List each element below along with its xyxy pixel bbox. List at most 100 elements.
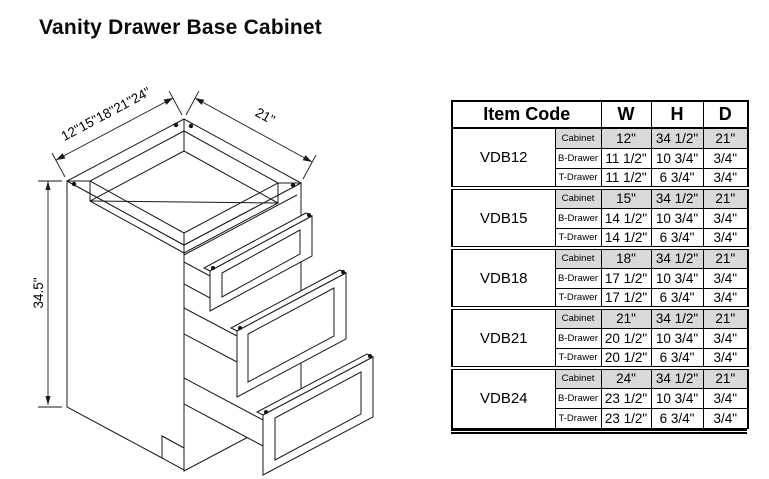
d-cell: 3/4" — [702, 167, 749, 189]
w-cell: 23 1/2" — [600, 407, 652, 429]
h-cell: 34 1/2" — [650, 127, 704, 149]
w-cell: 14 1/2" — [600, 227, 652, 249]
d-cell: 3/4" — [702, 227, 749, 249]
w-cell: 21" — [600, 306, 652, 329]
header-item-code: Item Code — [451, 100, 602, 129]
header-h: H — [650, 100, 704, 129]
d-cell: 3/4" — [702, 407, 749, 429]
part-cell: B-Drawer — [554, 387, 602, 409]
h-cell: 34 1/2" — [650, 186, 704, 209]
table-row: VDB18 Cabinet 18" 34 1/2" 21" — [451, 246, 749, 309]
h-cell: 10 3/4" — [650, 327, 704, 349]
h-cell: 6 3/4" — [650, 287, 704, 309]
d-cell: 3/4" — [702, 287, 749, 309]
h-cell: 6 3/4" — [650, 227, 704, 249]
cabinet-drawing-svg: 12"15"18"21"24" 21" 34.5" — [31, 84, 375, 476]
corner-bracket-icon — [188, 123, 194, 129]
w-cell: 17 1/2" — [600, 267, 652, 289]
part-cell: T-Drawer — [554, 167, 602, 189]
w-cell: 20 1/2" — [600, 347, 652, 369]
h-cell: 6 3/4" — [650, 167, 704, 189]
table-row: T-Drawer 23 1/2" 6 3/4" 3/4" — [452, 407, 749, 429]
w-cell: 18" — [600, 246, 652, 269]
part-cell: Cabinet — [554, 246, 602, 269]
header-w: W — [600, 100, 652, 129]
h-cell: 34 1/2" — [650, 246, 704, 269]
d-cell: 3/4" — [702, 207, 749, 229]
drawer-bottom — [183, 353, 375, 476]
part-cell: T-Drawer — [554, 227, 602, 249]
d-cell: 21" — [702, 306, 749, 329]
part-cell: Cabinet — [554, 306, 602, 329]
corner-bracket-icon — [71, 181, 77, 187]
h-cell: 10 3/4" — [650, 147, 704, 169]
fastener-dot-icon — [368, 354, 372, 358]
header-row: Item Code W H D — [451, 100, 749, 129]
part-cell: T-Drawer — [554, 407, 602, 429]
width-dimension-label: 12"15"18"21"24" — [59, 84, 154, 144]
h-cell: 6 3/4" — [650, 347, 704, 369]
w-cell: 17 1/2" — [600, 287, 652, 309]
corner-bracket-icon — [173, 122, 179, 128]
drawer-middle — [183, 269, 348, 398]
cabinet-interior — [88, 131, 280, 254]
d-cell: 21" — [702, 366, 749, 389]
w-cell: 15" — [600, 186, 652, 209]
cabinet-isometric-drawing: 12"15"18"21"24" 21" 34.5" — [26, 74, 426, 479]
spec-table: Item Code W H D VDB12 Cabinet 12" 34 1/2… — [451, 100, 750, 429]
part-cell: Cabinet — [554, 127, 602, 149]
d-cell: 21" — [702, 127, 749, 149]
h-cell: 6 3/4" — [650, 407, 704, 429]
d-cell: 3/4" — [702, 267, 749, 289]
h-cell: 10 3/4" — [650, 387, 704, 409]
h-cell: 10 3/4" — [650, 267, 704, 289]
fastener-dot-icon — [264, 410, 268, 414]
d-cell: 3/4" — [702, 147, 749, 169]
height-dimension-label: 34.5" — [31, 277, 46, 308]
part-cell: Cabinet — [554, 186, 602, 209]
h-cell: 10 3/4" — [650, 207, 704, 229]
spec-table-wrap: Item Code W H D VDB12 Cabinet 12" 34 1/2… — [451, 100, 750, 434]
header-d: D — [702, 100, 749, 129]
part-cell: B-Drawer — [554, 147, 602, 169]
table-row: T-Drawer 11 1/2" 6 3/4" 3/4" — [452, 167, 749, 189]
drawer-top-panel — [221, 229, 301, 298]
drawer-middle-panel — [247, 287, 335, 383]
w-cell: 23 1/2" — [600, 387, 652, 409]
drawer-top — [183, 212, 314, 312]
depth-dimension-label: 21" — [253, 105, 278, 128]
h-cell: 34 1/2" — [650, 366, 704, 389]
page-title: Vanity Drawer Base Cabinet — [39, 16, 322, 39]
w-cell: 20 1/2" — [600, 327, 652, 349]
item-code-cell: VDB24 — [451, 366, 556, 429]
w-cell: 12" — [600, 127, 652, 149]
part-cell: B-Drawer — [554, 267, 602, 289]
fastener-dot-icon — [307, 213, 311, 217]
item-code-cell: VDB18 — [451, 246, 556, 309]
part-cell: B-Drawer — [554, 327, 602, 349]
table-row: B-Drawer 17 1/2" 10 3/4" 3/4" — [452, 267, 749, 289]
item-code-cell: VDB21 — [451, 306, 556, 369]
h-cell: 34 1/2" — [650, 306, 704, 329]
table-row: VDB21 Cabinet 21" 34 1/2" 21" — [451, 306, 749, 369]
w-cell: 14 1/2" — [600, 207, 652, 229]
d-cell: 21" — [702, 246, 749, 269]
fastener-dot-icon — [211, 266, 215, 270]
part-cell: T-Drawer — [554, 347, 602, 369]
w-cell: 11 1/2" — [600, 147, 652, 169]
table-row: B-Drawer 14 1/2" 10 3/4" 3/4" — [452, 207, 749, 229]
table-row: VDB24 Cabinet 24" 34 1/2" 21" — [451, 366, 749, 429]
table-row: T-Drawer 14 1/2" 6 3/4" 3/4" — [452, 227, 749, 249]
item-code-cell: VDB12 — [451, 127, 556, 189]
d-cell: 3/4" — [702, 387, 749, 409]
w-cell: 11 1/2" — [600, 167, 652, 189]
d-cell: 21" — [702, 186, 749, 209]
part-cell: T-Drawer — [554, 287, 602, 309]
table-row: VDB15 Cabinet 15" 34 1/2" 21" — [451, 186, 749, 249]
w-cell: 24" — [600, 366, 652, 389]
fastener-dot-icon — [238, 326, 242, 330]
d-cell: 3/4" — [702, 327, 749, 349]
table-row: B-Drawer 11 1/2" 10 3/4" 3/4" — [452, 147, 749, 169]
part-cell: Cabinet — [554, 366, 602, 389]
corner-bracket-icon — [290, 182, 296, 188]
